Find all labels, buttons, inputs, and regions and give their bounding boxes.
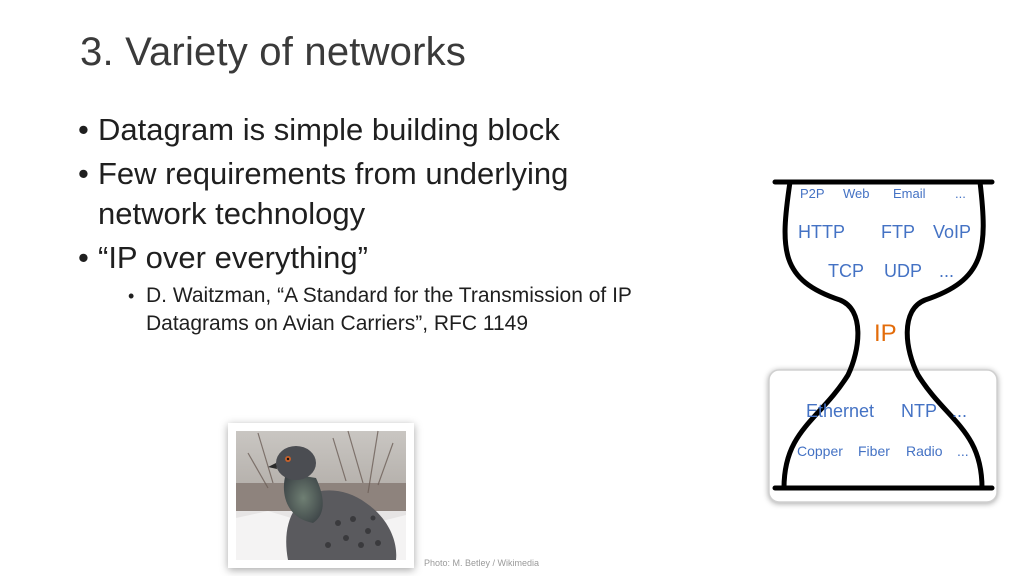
hourglass-right-curve (904, 179, 986, 491)
layer-label: HTTP (798, 222, 845, 242)
bullet-text: Few requirements from underlying network… (98, 156, 569, 231)
layer-label: NTP (901, 401, 937, 421)
layer-label: Web (843, 186, 870, 201)
bullet-text: Datagram is simple building block (98, 112, 560, 147)
bullet-text: “IP over everything” (98, 240, 368, 275)
layer-label: UDP (884, 261, 923, 281)
bullet-item: • Datagram is simple building block (74, 110, 714, 150)
hourglass-diagram: P2P Web Email ... HTTP FTP VoIP TCP UDP … (760, 170, 1010, 510)
layer-label: ... (955, 186, 966, 201)
ip-label: IP (874, 320, 897, 347)
slide-title: 3. Variety of networks (80, 30, 467, 74)
bullet-item: • Few requirements from underlying netwo… (74, 154, 714, 234)
bullet-marker: • (78, 112, 89, 147)
layer-label: ... (952, 401, 968, 421)
bullet-marker: • (78, 156, 89, 191)
hourglass-left-curve (781, 179, 861, 491)
layer-label: P2P (800, 186, 825, 201)
layer-label: Fiber (858, 443, 890, 459)
pigeon-image (236, 430, 406, 560)
layer-label: Email (893, 186, 926, 201)
layer-label: ... (939, 261, 955, 281)
sub-bullet-text: D. Waitzman, “A Standard for the Transmi… (146, 284, 632, 335)
bullet-list: • Datagram is simple building block • Fe… (74, 110, 714, 338)
bullet-item: • “IP over everything” (74, 238, 714, 278)
layer-label: ... (957, 443, 969, 459)
layer-label: Copper (797, 443, 843, 459)
lower-layer-box (768, 369, 998, 503)
layer-label: TCP (828, 261, 864, 281)
photo-credit: Photo: M. Betley / Wikimedia (424, 558, 540, 568)
layer-label: Radio (906, 443, 943, 459)
sub-bullet-item: • D. Waitzman, “A Standard for the Trans… (122, 282, 714, 338)
bullet-marker: • (128, 286, 135, 306)
layer-label: FTP (881, 222, 915, 242)
hourglass-shape (768, 179, 998, 503)
layer-label: VoIP (933, 222, 972, 242)
pigeon-photo (228, 423, 414, 568)
bullet-marker: • (78, 240, 89, 275)
layer-label: Ethernet (806, 401, 875, 421)
